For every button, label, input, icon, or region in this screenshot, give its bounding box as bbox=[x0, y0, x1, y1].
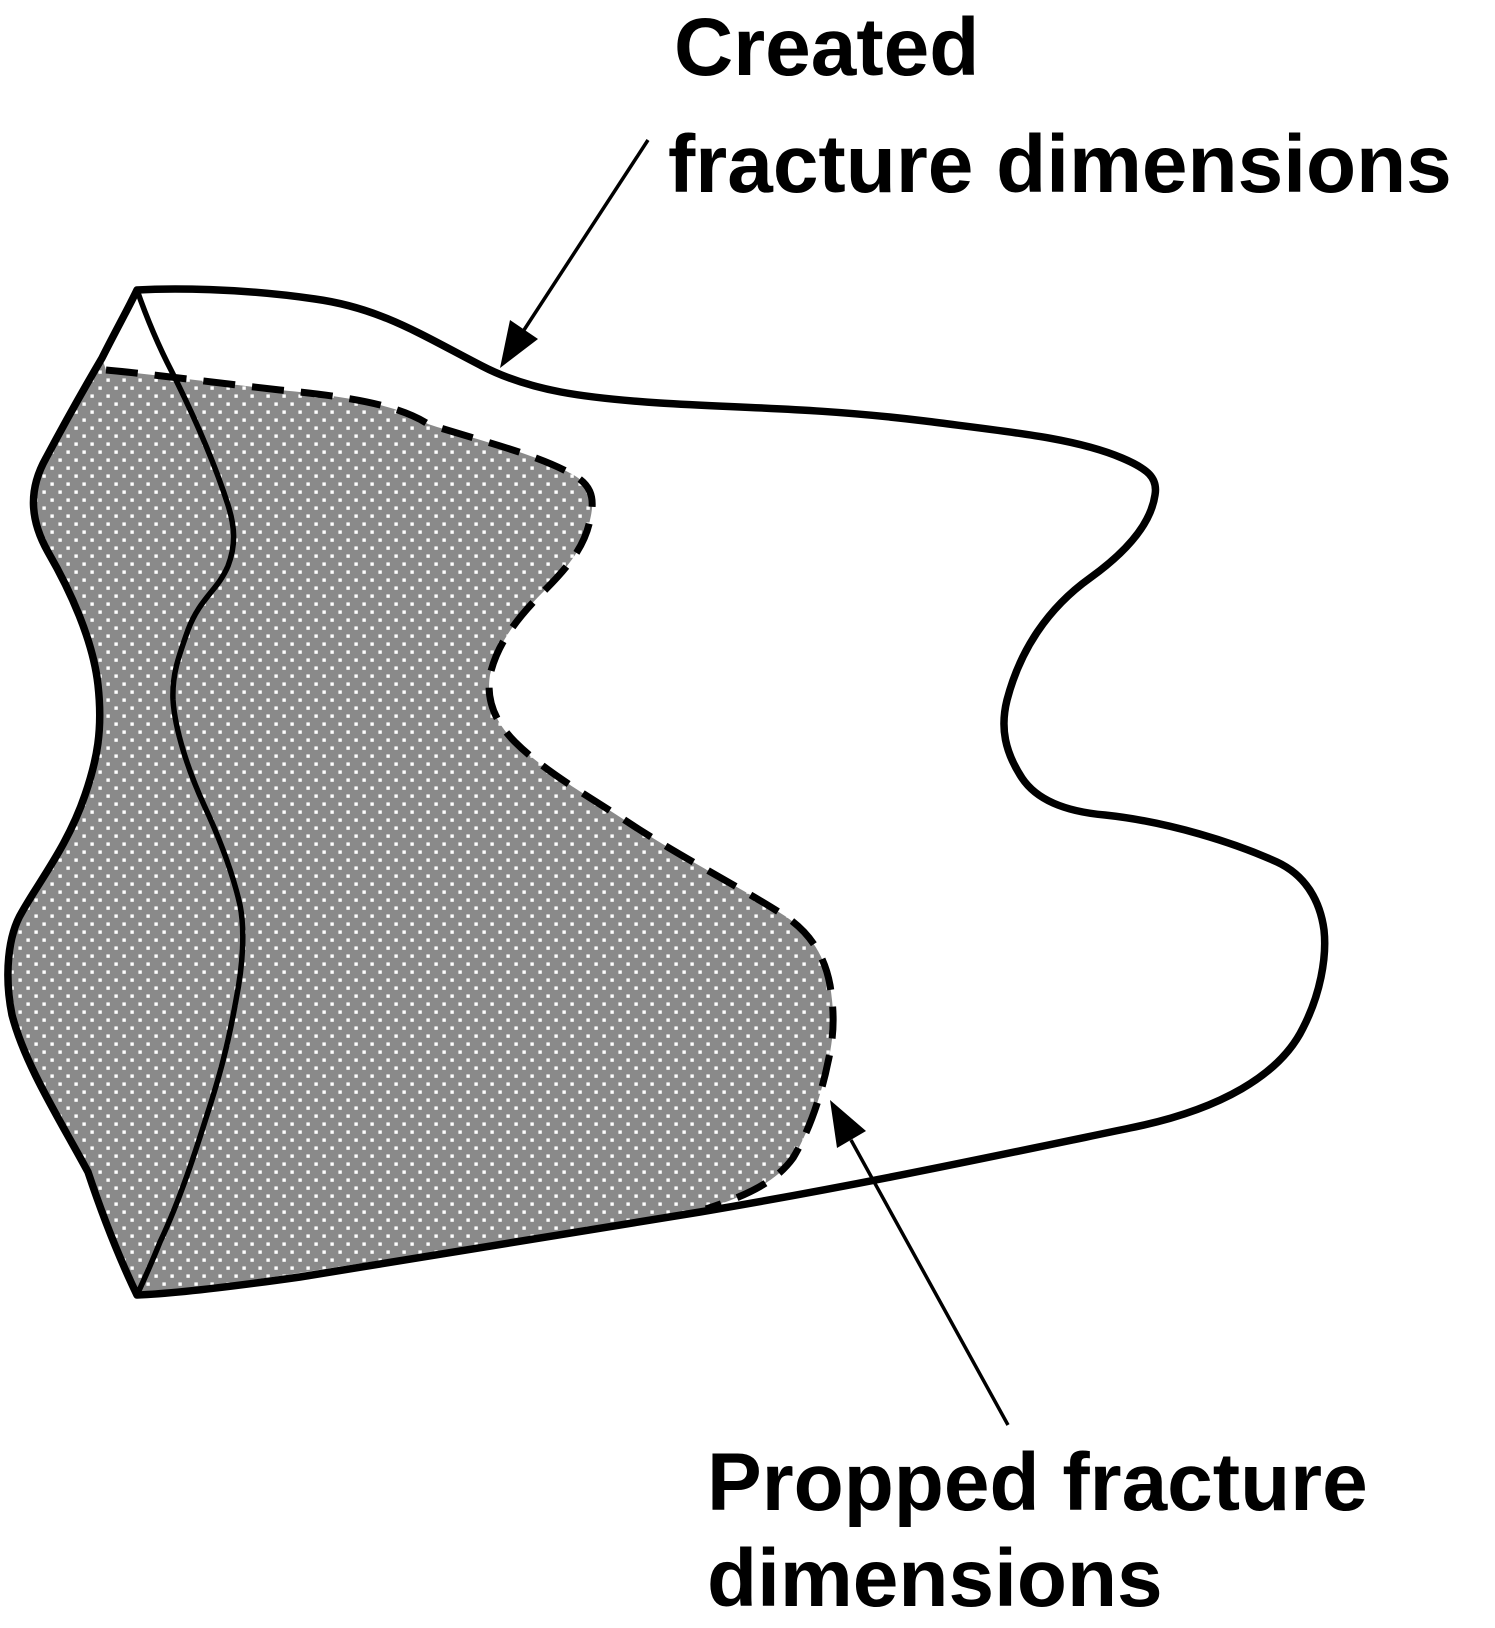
created-label-line1: Created bbox=[674, 2, 979, 93]
created-fracture-outline bbox=[4, 285, 1329, 1299]
created-arrowhead-icon bbox=[500, 320, 538, 368]
created-label-line2: fracture dimensions bbox=[668, 119, 1452, 210]
propped-fracture-dashed-boundary bbox=[105, 366, 837, 1213]
propped-arrowhead-icon bbox=[830, 1100, 866, 1148]
inner-profile-curve bbox=[134, 287, 246, 1298]
propped-label-line2: dimensions bbox=[707, 1533, 1163, 1624]
created-label-arrow bbox=[500, 139, 650, 368]
propped-label-arrow bbox=[830, 1100, 1010, 1426]
propped-label-line1: Propped fracture bbox=[707, 1437, 1368, 1528]
